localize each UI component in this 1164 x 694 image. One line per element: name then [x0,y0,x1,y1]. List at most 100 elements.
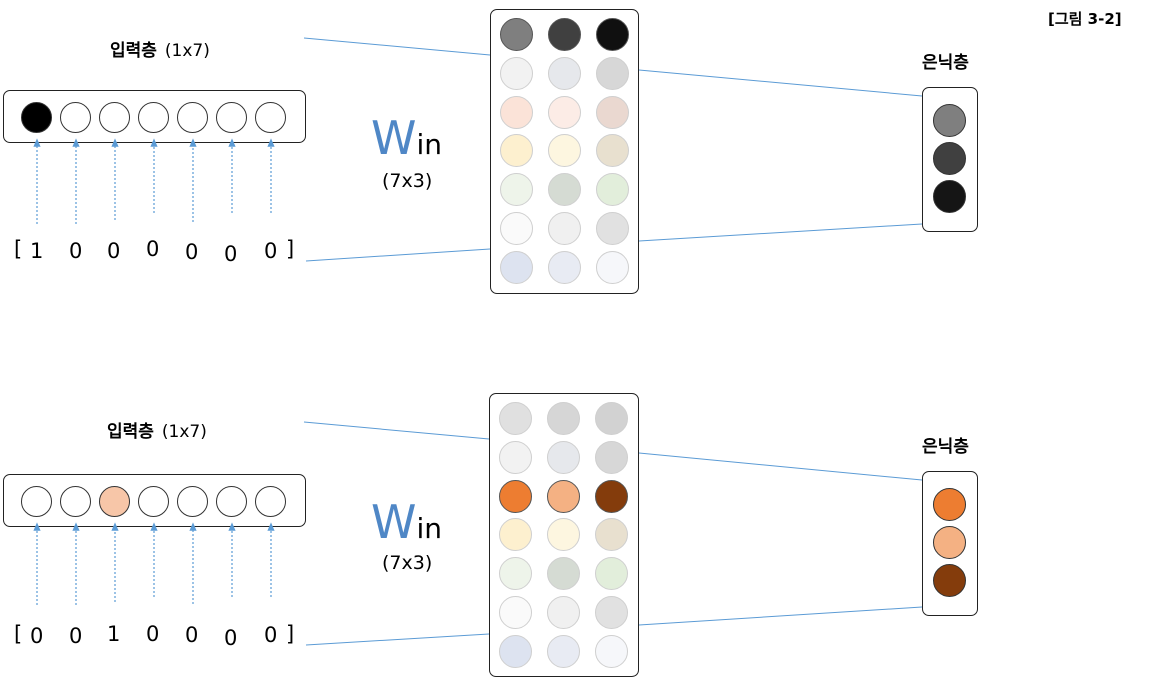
input-node [99,102,130,133]
weight-cell [499,440,532,474]
weight-cell [499,518,532,552]
weight-cell [596,18,629,51]
weight-matrix-cells [490,9,639,294]
weight-name-sub: in [416,128,443,161]
hidden-node [933,526,966,559]
weight-cell [547,634,580,668]
vector-open-bracket: [ [14,237,23,261]
weight-cell [547,596,580,629]
weight-cell [500,56,533,90]
vector-value: 0 [146,237,160,261]
input-node [216,102,247,133]
input-layer-title: 입력층 [110,41,157,61]
input-layer-dim: (1x7) [161,422,207,442]
input-arrows-panel-2 [33,522,275,605]
weight-cell [547,557,580,591]
weight-cell [548,95,581,129]
vector-value: 0 [264,239,278,263]
input-node [60,486,91,517]
input-node [60,102,91,133]
weight-cell [596,173,629,207]
vector-value: 0 [185,623,199,647]
vector-value: 0 [264,623,278,647]
vector-value: 1 [30,239,44,263]
connector-line [303,421,490,440]
weight-cell [595,440,628,474]
weight-cell [595,596,628,629]
hidden-layer-label: 은닉층 [922,53,969,73]
hidden-node [933,180,966,213]
weight-cell [548,173,581,207]
input-node [21,102,52,133]
vector-value: 0 [146,622,160,646]
connector-line [305,633,490,646]
weight-matrix-cells [489,393,639,677]
input-node [177,102,208,133]
weight-cell [547,440,580,474]
weight-cell [548,250,581,284]
weight-cell [595,479,628,513]
hidden-layer-label: 은닉층 [922,437,969,457]
connector-line [305,248,491,262]
weight-cell [547,402,580,435]
hidden-layer-nodes [922,471,978,616]
vector-value: 1 [107,622,121,646]
weight-matrix-dim: (7x3) [382,552,433,574]
input-layer-dim: (1x7) [164,41,210,61]
vector-value: 0 [69,624,83,648]
weight-name-w: W [371,111,417,165]
vector-value: 0 [107,239,121,263]
connector-line [638,452,923,481]
weight-cell [500,250,533,284]
weight-matrix-name: Win [371,111,442,165]
weight-cell [548,212,581,245]
weight-cell [499,596,532,629]
input-node [99,486,130,517]
input-node [255,486,286,517]
weight-matrix-name: Win [371,495,442,549]
input-layer-box [3,90,306,143]
hidden-node [933,104,966,137]
vector-value: 0 [224,242,238,266]
hidden-node [933,488,966,521]
weight-cell [595,518,628,552]
weight-matrix-dim: (7x3) [382,170,433,192]
hidden-layer-nodes [922,87,978,232]
weight-cell [596,250,629,284]
weight-cell [595,634,628,668]
weight-cell [499,402,532,435]
weight-cell [548,56,581,90]
input-node [138,102,169,133]
connector-line [303,37,491,56]
vector-value: 0 [30,624,44,648]
weight-cell [500,95,533,129]
figure-label: [그림 3-2] [1048,10,1122,28]
weight-cell [596,56,629,90]
weight-cell [548,134,581,168]
weight-cell [596,134,629,168]
weight-cell [500,18,533,51]
vector-value: 0 [224,626,238,650]
input-node [216,486,247,517]
connector-line [638,69,923,97]
weight-cell [548,18,581,51]
vector-close-bracket: ] [286,622,295,646]
weight-cell [500,134,533,168]
vector-value: 0 [185,240,199,264]
weight-name-w: W [371,495,417,549]
connector-line [638,606,923,626]
input-node [177,486,208,517]
weight-cell [547,518,580,552]
weight-cell [595,402,628,435]
weight-cell [595,557,628,591]
vector-value: 0 [69,239,83,263]
hidden-node [933,142,966,175]
weight-cell [499,634,532,668]
weight-cell [596,95,629,129]
input-arrows-panel-1 [33,138,275,224]
weight-cell [500,212,533,245]
connector-line [638,223,923,242]
input-node [21,486,52,517]
weight-cell [499,479,532,513]
